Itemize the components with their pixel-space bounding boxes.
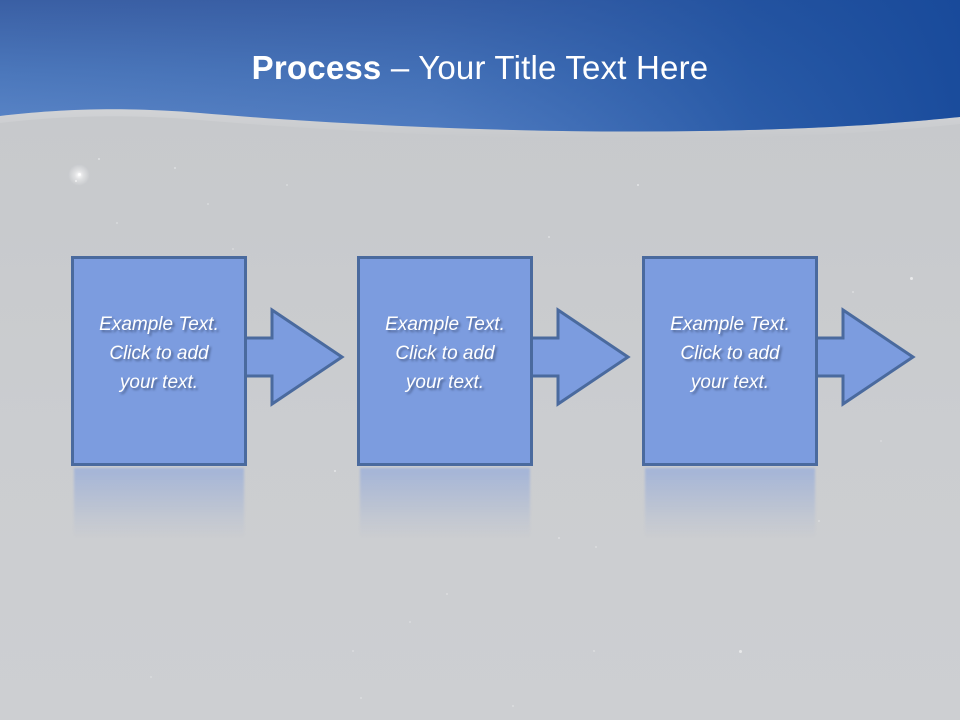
header-banner: Process – Your Title Text Here [0, 0, 960, 140]
page-title-bold: Process [251, 49, 382, 86]
page-title-light: Your Title Text Here [418, 49, 709, 86]
step-2-box[interactable] [357, 256, 533, 466]
step-3-reflection [645, 468, 815, 538]
step-1-box[interactable] [71, 256, 247, 466]
step-3-box[interactable] [642, 256, 818, 466]
header-wave-shape [0, 0, 960, 139]
page-title-dash: – [381, 49, 419, 86]
step-1-reflection [74, 468, 244, 538]
page-title: Process – Your Title Text Here [0, 48, 960, 88]
step-2-reflection [360, 468, 530, 538]
